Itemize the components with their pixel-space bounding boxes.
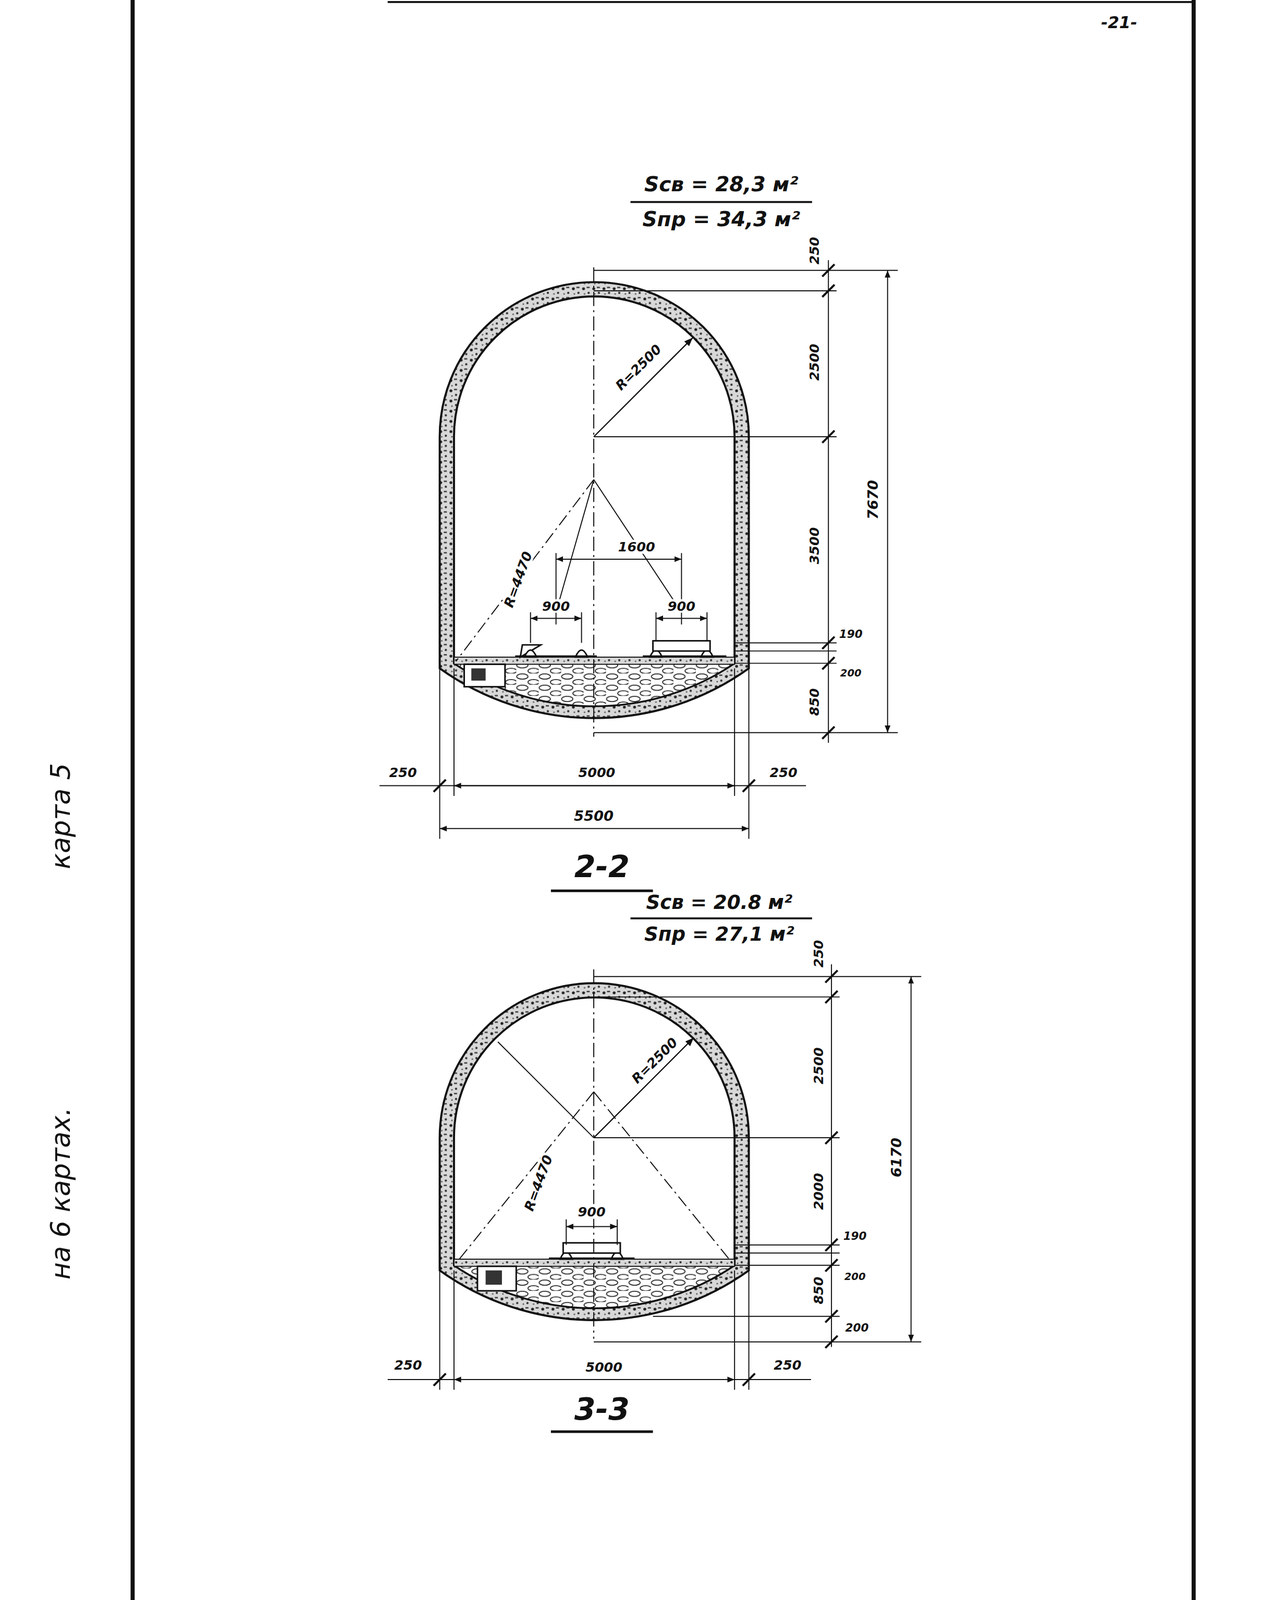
dimension-text: 900 bbox=[576, 1205, 608, 1220]
dimension-text: 3500 bbox=[806, 525, 822, 567]
dimension-text: 250 bbox=[387, 765, 419, 780]
radius-label: R=2500 bbox=[628, 1034, 682, 1088]
dimension-text: 200 bbox=[842, 1271, 868, 1283]
tunnel-section bbox=[387, 918, 922, 1432]
dimension-text: 2500 bbox=[806, 341, 822, 383]
dimension-text: 250 bbox=[772, 1357, 803, 1372]
dimension-text: 190 bbox=[841, 1230, 869, 1243]
page-number: -21- bbox=[1099, 14, 1139, 32]
dimension-text: 5500 bbox=[572, 808, 616, 824]
page-frame bbox=[132, 0, 1194, 1600]
dimension-text: 250 bbox=[811, 938, 826, 970]
dimension-text: 850 bbox=[806, 686, 822, 718]
tunnel-section bbox=[379, 202, 898, 892]
section-label: 2-2 bbox=[572, 851, 632, 884]
dimension-text: 2000 bbox=[811, 1171, 826, 1212]
dimension-text: 190 bbox=[837, 628, 865, 641]
radius-label: R=4470 bbox=[521, 1152, 556, 1215]
dimension-text: 250 bbox=[768, 765, 800, 780]
dimension-text: 250 bbox=[392, 1357, 424, 1372]
dimension-text: 5000 bbox=[577, 765, 618, 780]
dimension-text: 1600 bbox=[616, 540, 657, 555]
dimension-text: 2500 bbox=[811, 1046, 826, 1087]
section-label: 3-3 bbox=[572, 1393, 632, 1427]
dimension-text: 200 bbox=[843, 1322, 871, 1335]
area-value: Sпр = 27,1 м² bbox=[642, 924, 796, 945]
dimension-text: 250 bbox=[806, 235, 822, 267]
dimension-text: 6170 bbox=[889, 1136, 905, 1180]
sheet-note: на 6 картах. bbox=[47, 1106, 76, 1282]
dimension-text: 5000 bbox=[583, 1359, 624, 1375]
area-value: Sсв = 20.8 м² bbox=[644, 892, 794, 914]
area-value: Sсв = 28,3 м² bbox=[642, 174, 800, 196]
dimension-text: 900 bbox=[540, 598, 572, 614]
area-value: Sпр = 34,3 м² bbox=[640, 208, 802, 230]
dimension-text: 200 bbox=[838, 667, 864, 679]
dimension-text: 900 bbox=[666, 598, 697, 614]
sheet-note: карта 5 bbox=[47, 761, 76, 872]
dimension-text: 850 bbox=[811, 1275, 826, 1306]
radius-label: R=2500 bbox=[611, 340, 666, 395]
dimension-text: 7670 bbox=[865, 478, 881, 522]
radius-label: R=4470 bbox=[501, 548, 536, 611]
